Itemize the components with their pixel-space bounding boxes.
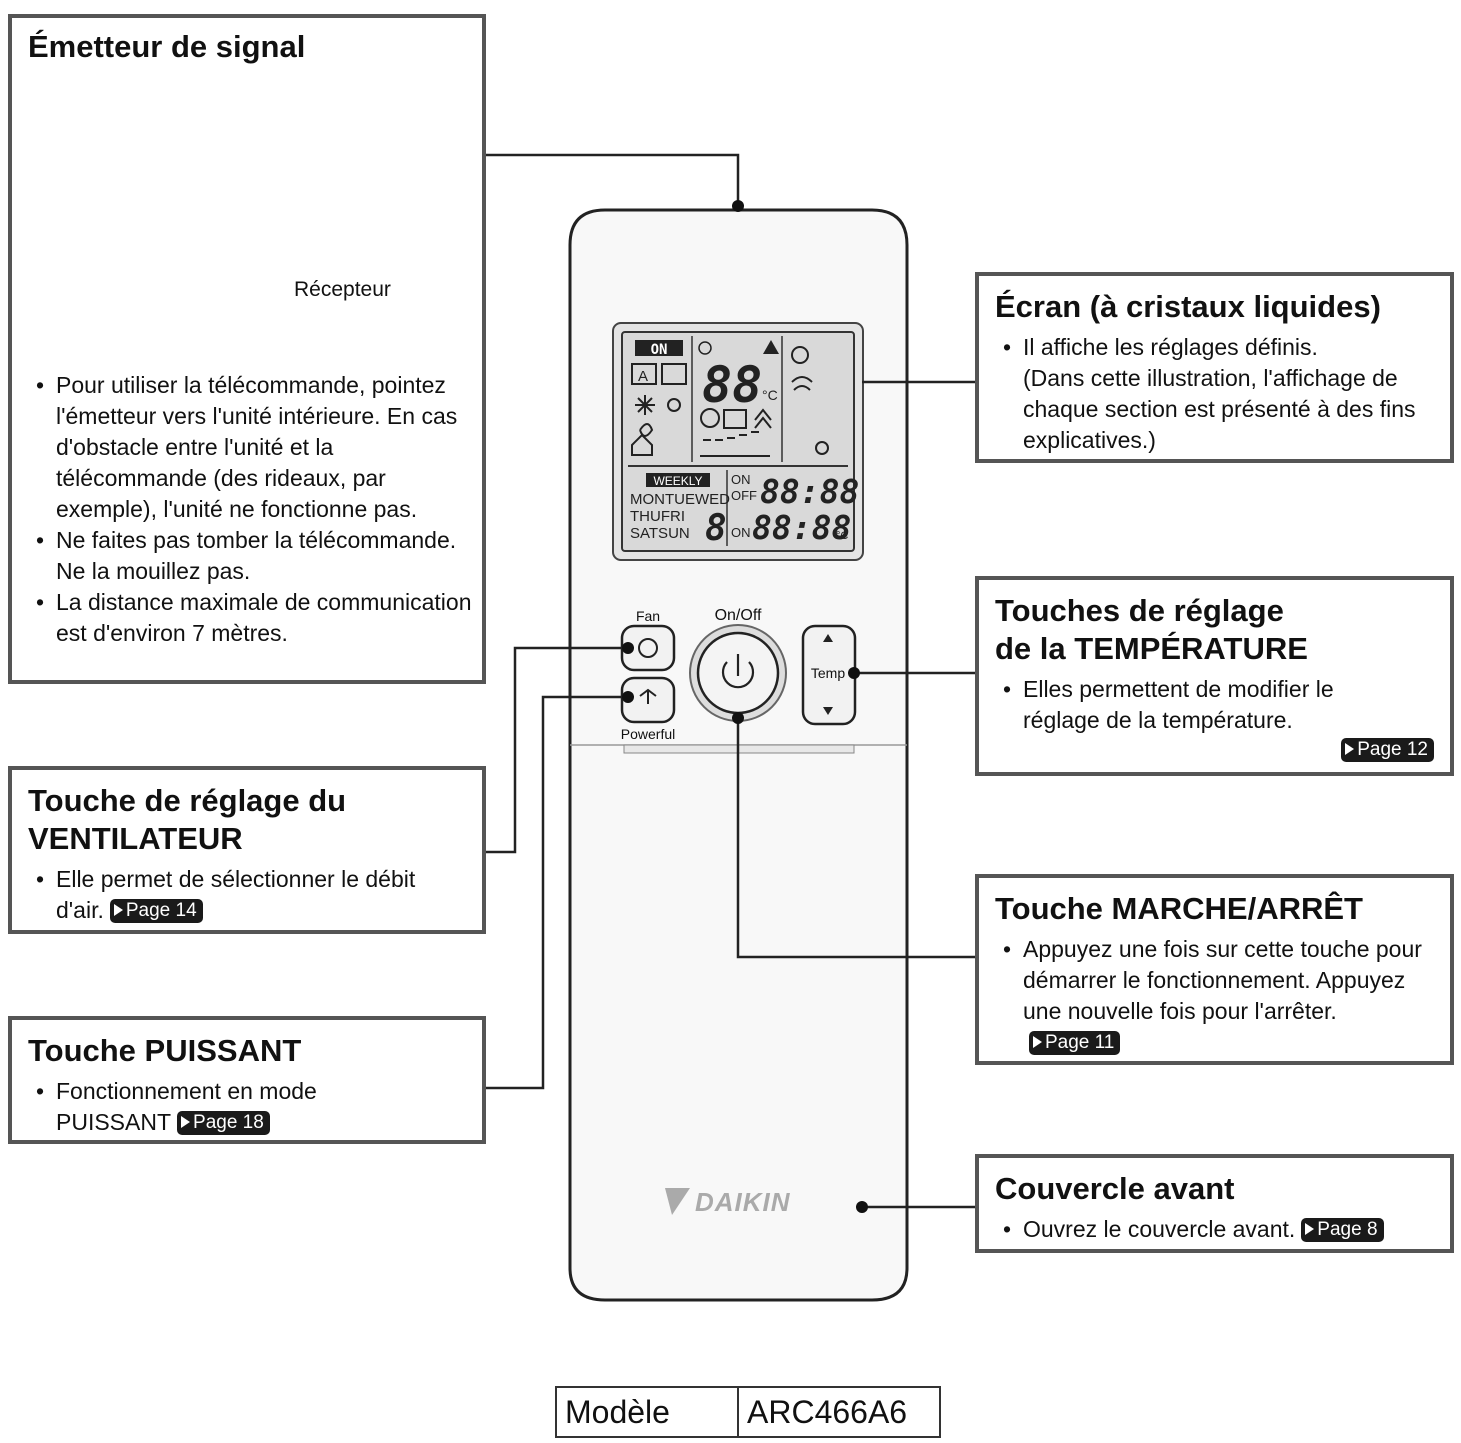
temperature-page-label: Page 12 xyxy=(1357,739,1428,760)
lcd-days-row1: MONTUEWED xyxy=(630,491,730,508)
temperature-page-ref[interactable]: Page 12 xyxy=(1341,738,1434,762)
cover-bullet: Ouvrez le couvercle avant. Page 8 xyxy=(995,1214,1434,1245)
lcd-thermometer-icon xyxy=(698,341,712,355)
powerful-button-label: Powerful xyxy=(621,726,675,742)
lcd-timer-on-label-2: ON xyxy=(731,525,751,540)
display-bullet: Il affiche les réglages définis. (Dans ce… xyxy=(995,332,1434,456)
lcd-mode-icons: A xyxy=(631,346,829,457)
powerful-page-label: Page 18 xyxy=(193,1112,264,1133)
emitter-title: Émetteur de signal xyxy=(28,29,306,64)
play-icon xyxy=(181,1116,191,1128)
lcd-timer-unit: °C xyxy=(836,530,848,542)
onoff-page-label: Page 11 xyxy=(1045,1032,1115,1053)
display-text: Il affiche les réglages définis. xyxy=(1023,334,1318,360)
cover-page-label: Page 8 xyxy=(1317,1219,1378,1240)
temp-button-label: Temp xyxy=(811,665,845,681)
cover-box: Couvercle avant Ouvrez le couvercle avan… xyxy=(975,1154,1454,1253)
onoff-button[interactable] xyxy=(689,624,787,722)
lcd-up-arrow-icon xyxy=(763,340,779,354)
play-icon xyxy=(113,904,123,916)
fan-title-line1: Touche de réglage du xyxy=(28,783,347,818)
powerful-page-ref[interactable]: Page 18 xyxy=(177,1111,270,1135)
temp-up-arrow-icon xyxy=(823,634,833,642)
power-icon xyxy=(721,661,755,689)
temperature-title-line1: Touches de réglage xyxy=(995,593,1284,628)
lcd-on-indicator: ON xyxy=(651,342,668,358)
daikin-logo: DAIKIN xyxy=(665,1187,791,1217)
emitter-bullet-1: Pour utiliser la télécommande, pointez l… xyxy=(28,370,478,525)
model-table: Modèle ARC466A6 xyxy=(555,1386,941,1438)
play-icon xyxy=(1033,1036,1042,1048)
powerful-button[interactable] xyxy=(620,676,676,724)
lcd-screen: ON 88 °C A WEEKLY MONTUEWED THUFRI SATSU… xyxy=(612,322,864,561)
onoff-text: Appuyez une fois sur cette touche pour d… xyxy=(1023,936,1422,1024)
display-box: Écran (à cristaux liquides) Il affiche l… xyxy=(975,272,1454,463)
lcd-temperature-unit: °C xyxy=(762,387,778,403)
display-title: Écran (à cristaux liquides) xyxy=(995,289,1381,324)
play-icon xyxy=(1345,743,1355,755)
powerful-title: Touche PUISSANT xyxy=(28,1033,302,1068)
onoff-page-ref[interactable]: Page 11 xyxy=(1029,1031,1121,1055)
receiver-label: Récepteur xyxy=(294,278,391,301)
onoff-box: Touche MARCHE/ARRÊT Appuyez une fois sur… xyxy=(975,874,1454,1065)
play-icon xyxy=(1305,1223,1315,1235)
temperature-bullet: Elles permettent de modifier le réglage … xyxy=(995,674,1383,736)
lcd-timer-1: 88:88 xyxy=(760,472,859,511)
cover-title: Couvercle avant xyxy=(995,1171,1235,1206)
display-note: (Dans cette illustration, l'affichage de… xyxy=(1023,365,1416,453)
lcd-timer-2: 88:88 xyxy=(752,508,851,547)
lcd-weekly-label: WEEKLY xyxy=(653,474,702,488)
model-value: ARC466A6 xyxy=(737,1386,941,1438)
fan-page-ref[interactable]: Page 14 xyxy=(109,899,203,923)
fan-icon xyxy=(638,638,658,658)
temperature-title-line2: de la TEMPÉRATURE xyxy=(995,631,1308,666)
powerful-box: Touche PUISSANT Fonctionnement en mode P… xyxy=(8,1016,486,1144)
fan-title-line2: VENTILATEUR xyxy=(28,821,243,856)
emitter-bullet-3: La distance maximale de communication es… xyxy=(28,587,478,649)
fan-page-label: Page 14 xyxy=(125,900,197,921)
lcd-day-digit: 8 xyxy=(705,508,727,549)
cover-page-ref[interactable]: Page 8 xyxy=(1301,1218,1384,1242)
lcd-timer-on-label: ON xyxy=(731,472,751,487)
fan-button-label: Fan xyxy=(636,608,660,624)
emitter-bullet-2: Ne faites pas tomber la télécommande. Ne… xyxy=(28,525,478,587)
model-label: Modèle xyxy=(555,1386,739,1438)
temp-down-arrow-icon xyxy=(823,707,833,715)
daikin-logo-text: DAIKIN xyxy=(695,1187,791,1217)
powerful-text: Fonctionnement en mode PUISSANT xyxy=(56,1078,317,1135)
fan-text: Elle permet de sélectionner le débit d'a… xyxy=(56,866,416,923)
svg-text:A: A xyxy=(638,368,648,385)
fan-bullet: Elle permet de sélectionner le débit d'a… xyxy=(28,864,466,926)
lcd-days-row3: SATSUN xyxy=(630,525,690,542)
emitter-bullets: Pour utiliser la télécommande, pointez l… xyxy=(28,370,478,649)
powerful-icon xyxy=(639,688,657,704)
cover-text: Ouvrez le couvercle avant. xyxy=(1023,1216,1296,1242)
lcd-temperature-digits: 88 xyxy=(702,356,762,414)
onoff-button-label: On/Off xyxy=(715,607,762,624)
emitter-box: Émetteur de signal Récepteur Pour utilis… xyxy=(8,14,486,684)
onoff-title: Touche MARCHE/ARRÊT xyxy=(995,891,1363,926)
onoff-bullet: Appuyez une fois sur cette touche pour d… xyxy=(995,934,1433,1058)
lcd-days-row2: THUFRI xyxy=(630,508,685,525)
lcd-timer-off-label: OFF xyxy=(731,488,757,503)
